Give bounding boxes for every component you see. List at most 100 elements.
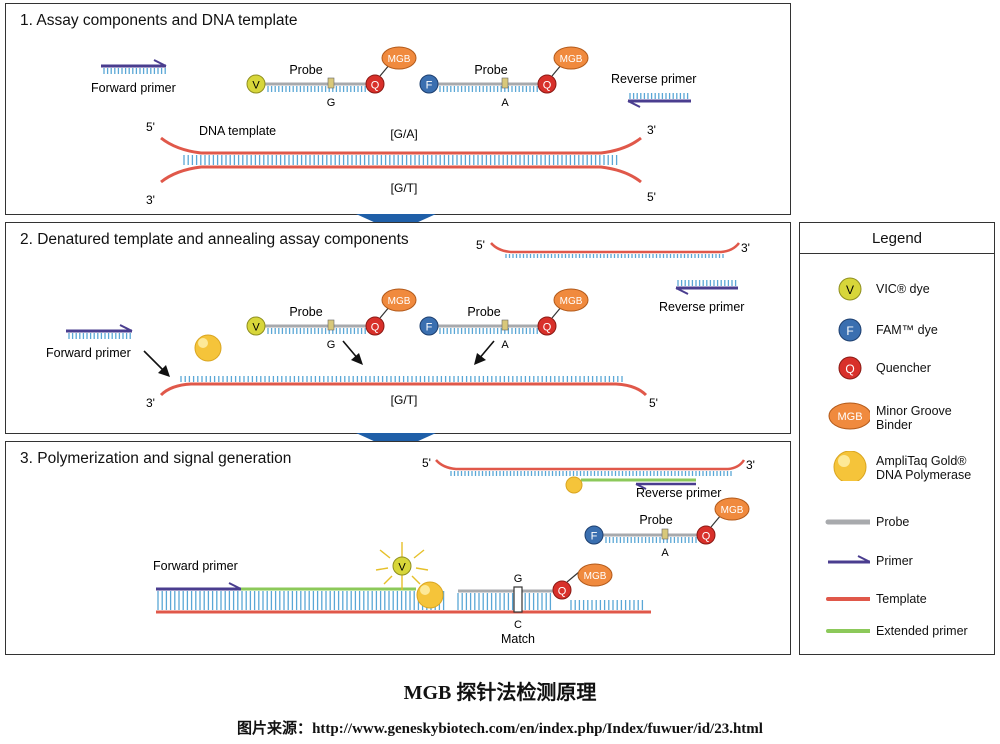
mgb-label: MGB bbox=[584, 571, 607, 582]
quencher-letter: Q bbox=[558, 586, 567, 598]
legend-item-primer: Primer bbox=[800, 546, 994, 576]
figure-source: 图片来源：http://www.geneskybiotech.com/en/in… bbox=[0, 717, 1000, 738]
three-prime-label: 3' bbox=[146, 396, 155, 410]
mgb-label: MGB bbox=[721, 505, 744, 516]
base-ticks bbox=[505, 254, 724, 258]
quencher-letter: Q bbox=[543, 80, 552, 92]
reverse-primer-label: Reverse primer bbox=[659, 300, 744, 314]
forward-primer-label: Forward primer bbox=[46, 346, 131, 360]
base-ticks bbox=[457, 593, 552, 610]
mgb-icon: MGB bbox=[828, 402, 870, 430]
base-ticks bbox=[677, 280, 737, 286]
allele-g-label: G bbox=[514, 573, 523, 585]
panel-assay-components: 1. Assay components and DNA template For… bbox=[5, 3, 791, 215]
fam-dye-letter: F bbox=[591, 531, 598, 543]
extended-primer-line-icon bbox=[826, 629, 870, 633]
panel-denatured-annealing: 2. Denatured template and annealing assa… bbox=[5, 222, 791, 434]
legend-text: Minor Groove Binder bbox=[876, 404, 952, 432]
probe-label: Probe bbox=[474, 63, 507, 77]
three-prime-label: 3' bbox=[746, 458, 755, 472]
polymerase bbox=[194, 334, 222, 362]
five-prime-label: 5' bbox=[647, 190, 656, 204]
template-strand-top bbox=[435, 459, 746, 494]
legend-item-quencher: Q Quencher bbox=[800, 353, 994, 383]
probe-label: Probe bbox=[289, 63, 322, 77]
fam-dye-letter: F bbox=[846, 324, 853, 338]
base-ticks bbox=[570, 600, 644, 610]
quencher-letter: Q bbox=[371, 322, 380, 334]
probe-label: Probe bbox=[639, 513, 672, 527]
figure-title-latin: MGB bbox=[403, 682, 452, 704]
forward-primer bbox=[66, 324, 133, 339]
legend-text: FAM™ dye bbox=[876, 323, 938, 337]
five-prime-label: 5' bbox=[476, 238, 485, 252]
legend-item-template: Template bbox=[800, 584, 994, 614]
base-ticks bbox=[439, 86, 538, 92]
fam-probe: F Q MGB bbox=[419, 46, 589, 94]
allele-a-label: A bbox=[501, 339, 509, 351]
allele-a-label: A bbox=[661, 547, 669, 559]
forward-primer-label: Forward primer bbox=[91, 81, 176, 95]
vic-dye-icon: V bbox=[838, 277, 862, 301]
polymerase-icon bbox=[833, 451, 867, 481]
probe-line-icon bbox=[825, 519, 870, 525]
legend-text: Primer bbox=[876, 554, 913, 568]
extension-complex: Q MGB V bbox=[156, 542, 651, 614]
legend-item-polymerase: AmpliTaq Gold® DNA Polymerase bbox=[800, 451, 994, 482]
probe-label: Probe bbox=[289, 305, 322, 319]
base-ticks bbox=[68, 333, 131, 339]
legend-text: VIC® dye bbox=[876, 282, 930, 296]
released-vic-dye: V bbox=[375, 542, 429, 590]
vic-dye-letter: V bbox=[252, 322, 260, 334]
legend-title: Legend bbox=[871, 230, 923, 247]
legend: Legend V VIC® dye F FAM™ dye Q Quencher … bbox=[799, 222, 995, 655]
mgb-label: MGB bbox=[388, 54, 411, 65]
source-url[interactable]: http://www.geneskybiotech.com/en/index.p… bbox=[312, 721, 763, 737]
vic-probe: V Q MGB bbox=[246, 288, 417, 336]
mgb-label: MGB bbox=[388, 296, 411, 307]
base-ticks bbox=[180, 376, 623, 382]
three-prime-label: 3' bbox=[741, 241, 750, 255]
template-strand-top bbox=[490, 242, 740, 258]
legend-item-vic: V VIC® dye bbox=[800, 274, 994, 304]
allele-g-label: G bbox=[327, 97, 336, 109]
five-prime-label: 5' bbox=[146, 120, 155, 134]
fam-probe: F Q MGB bbox=[584, 497, 750, 545]
base-ticks bbox=[103, 68, 166, 74]
match-label: Match bbox=[501, 632, 535, 646]
mgb-label: MGB bbox=[837, 411, 862, 423]
quencher-letter: Q bbox=[371, 80, 380, 92]
base-ticks bbox=[157, 591, 445, 610]
probe-label: Probe bbox=[467, 305, 500, 319]
panel-1-diagram: Forward primer V Q MGB Probe G F Q bbox=[91, 46, 696, 207]
fam-dye-letter: F bbox=[426, 80, 433, 92]
legend-item-probe: Probe bbox=[800, 507, 994, 537]
reverse-primer-label: Reverse primer bbox=[611, 72, 696, 86]
three-prime-label: 3' bbox=[647, 123, 656, 137]
legend-item-fam: F FAM™ dye bbox=[800, 315, 994, 345]
mgb-label: MGB bbox=[560, 296, 583, 307]
legend-text: Extended primer bbox=[876, 624, 968, 638]
panel-title: 1. Assay components and DNA template bbox=[20, 12, 298, 29]
panel-title: 3. Polymerization and signal generation bbox=[20, 450, 292, 467]
legend-item-extended: Extended primer bbox=[800, 616, 994, 646]
template-line-icon bbox=[826, 597, 870, 601]
base-ticks bbox=[183, 155, 618, 165]
vic-probe: V Q MGB bbox=[246, 46, 417, 94]
legend-item-mgb: MGB Minor Groove Binder bbox=[800, 401, 994, 432]
snp-ga-label: [G/A] bbox=[390, 127, 417, 141]
vic-dye-letter: V bbox=[398, 562, 406, 574]
quencher-icon: Q bbox=[838, 356, 862, 380]
base-ticks bbox=[267, 86, 366, 92]
dna-template bbox=[160, 136, 642, 184]
source-prefix: 图片来源： bbox=[237, 721, 313, 737]
panel-3-diagram: 5' 3' Reverse primer F Q MGB Probe A For… bbox=[153, 456, 755, 646]
panel-polymerization: 3. Polymerization and signal generation … bbox=[5, 441, 791, 655]
base-ticks bbox=[629, 93, 689, 99]
five-prime-label: 5' bbox=[649, 396, 658, 410]
dna-template-label: DNA template bbox=[199, 124, 276, 138]
figure-title: MGB 探针法检测原理 bbox=[0, 676, 1000, 705]
fam-dye-letter: F bbox=[426, 322, 433, 334]
base-ticks bbox=[267, 328, 366, 334]
quencher-letter: Q bbox=[702, 531, 711, 543]
